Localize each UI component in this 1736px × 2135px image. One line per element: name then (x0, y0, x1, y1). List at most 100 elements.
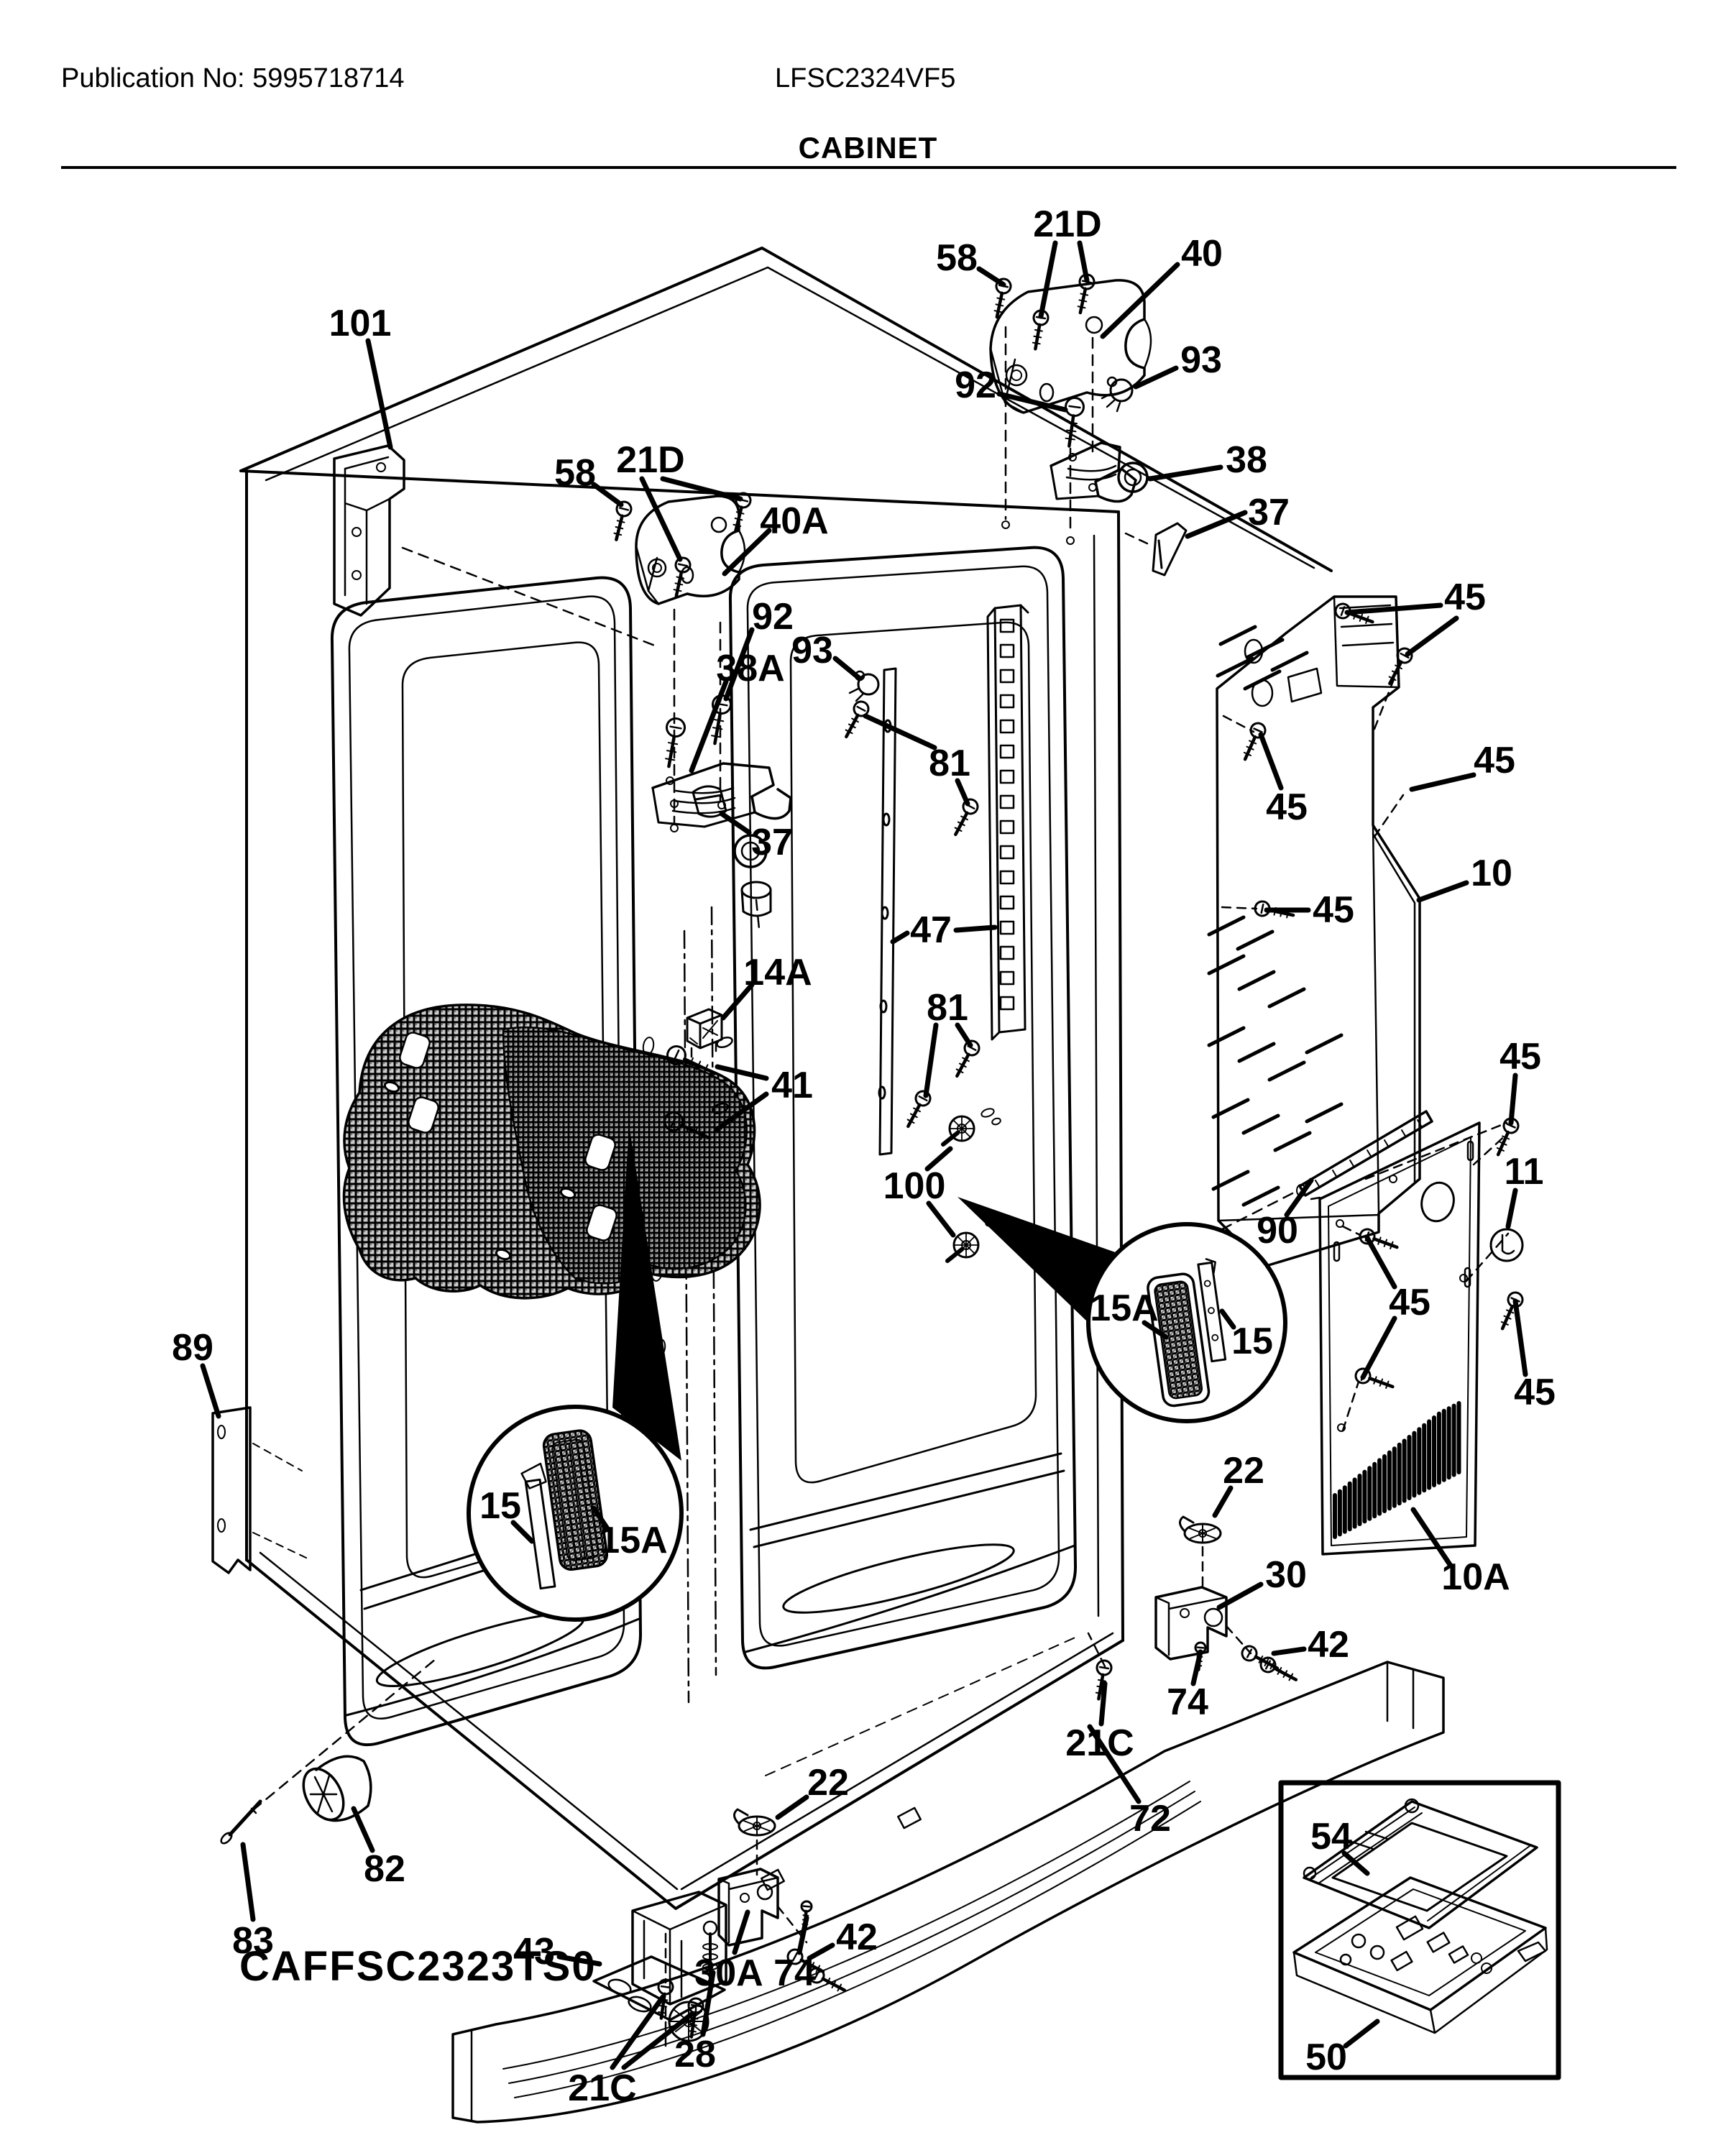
screw (955, 1039, 980, 1078)
callout-41-30: 41 (771, 1065, 813, 1106)
callout-30-40: 30 (1265, 1554, 1307, 1596)
callout-45-23: 45 (1514, 1372, 1556, 1413)
leader-line-74 (796, 1915, 809, 1955)
callout-81-26: 81 (929, 743, 970, 784)
callout-93-11: 93 (791, 630, 833, 671)
leader-line-21D (1038, 240, 1058, 319)
screw (1354, 1367, 1395, 1390)
vent-dash (1218, 625, 1257, 646)
leader-line-41 (715, 1064, 769, 1081)
page-title: CABINET (798, 131, 938, 165)
screw (808, 1967, 847, 1992)
vent-dash (1241, 1114, 1280, 1135)
screw (1496, 1117, 1520, 1157)
callout-101-0: 101 (329, 303, 392, 344)
trim-strip-37 (1152, 522, 1188, 577)
leader-line-81 (955, 1022, 973, 1048)
callout-45-15: 45 (1474, 740, 1515, 781)
rail-slot (999, 895, 1015, 910)
callout-22-45: 22 (807, 1762, 849, 1804)
diagram-code: CAFFSC2323TS0 (239, 1943, 597, 1990)
leader-line-11 (1505, 1188, 1518, 1229)
vent-dash (1207, 954, 1246, 975)
center-hinge-dashed-lines (673, 608, 761, 930)
callout-15A-37: 15A (1090, 1287, 1158, 1329)
callout-45-17: 45 (1313, 889, 1354, 931)
screw (954, 798, 979, 837)
leader-line-81 (923, 1022, 939, 1098)
leader-line-37 (1185, 510, 1248, 539)
screw (1388, 647, 1413, 686)
screw-tip-mark (1001, 520, 1010, 529)
screw (1500, 1291, 1524, 1331)
leader-line-92 (723, 627, 755, 702)
leader-line-45 (1512, 1298, 1528, 1377)
screw (1243, 722, 1267, 761)
top-hinge-38 (1050, 441, 1149, 503)
callout-83-36: 83 (232, 1920, 274, 1962)
leader-line-90 (1284, 1177, 1314, 1218)
cabinet-outline (239, 247, 1333, 1910)
callout-22-39: 22 (1223, 1450, 1264, 1492)
leader-line-22 (775, 1794, 809, 1820)
leader-line-83 (240, 1842, 256, 1922)
rail-slot (999, 769, 1015, 784)
washer-41 (716, 1036, 733, 1049)
publication-number: Publication No: 5995718714 (61, 63, 405, 93)
callout-10-18: 10 (1471, 853, 1512, 894)
callout-11-21: 11 (1505, 1151, 1544, 1193)
callout-10A-24: 10A (1441, 1556, 1510, 1598)
callout-93-4: 93 (1180, 339, 1222, 381)
rail-slot (999, 744, 1015, 759)
rail-slot (999, 794, 1015, 809)
leader-line-82 (351, 1806, 375, 1853)
callout-45-16: 45 (1266, 786, 1308, 828)
leader-line-37 (719, 811, 752, 835)
callout-58-8: 58 (554, 452, 596, 494)
screw (687, 1997, 704, 2039)
callout-81-28: 81 (927, 987, 968, 1029)
shelf-knob-100 (945, 1231, 980, 1263)
callout-100-31: 100 (883, 1165, 946, 1207)
callout-92-5: 92 (955, 364, 996, 406)
leader-line-42 (1271, 1646, 1307, 1656)
grommet-11 (1489, 1228, 1524, 1262)
vent-dash (1211, 1170, 1250, 1191)
leader-line-28 (700, 1970, 716, 2037)
rail-slot (999, 719, 1015, 734)
top-grommet-93 (1101, 376, 1134, 413)
callout-45-22: 45 (1389, 1282, 1430, 1323)
leader-line-45 (1409, 772, 1476, 792)
screw (665, 717, 686, 768)
rail-90-dashed (1221, 1189, 1321, 1231)
vent-dash (1243, 669, 1282, 691)
callout-45-14: 45 (1444, 577, 1486, 618)
detail-circle-left (467, 1405, 684, 1622)
leader-line-47 (890, 930, 910, 945)
leader-line-45 (1405, 615, 1459, 657)
callout-40A-10: 40A (760, 500, 828, 542)
callout-40-3: 40 (1181, 233, 1223, 275)
vent-dash (1207, 1026, 1246, 1047)
callout-38A-13: 38A (716, 648, 784, 689)
callout-58-1: 58 (936, 237, 978, 279)
screw (1065, 397, 1085, 448)
leader-line-45 (1364, 1235, 1397, 1290)
vent-dash (1305, 1033, 1344, 1055)
rail-slot (999, 970, 1015, 986)
leader-line-89 (200, 1363, 221, 1419)
rail-90 (1296, 1110, 1433, 1197)
rear-bracket-30A (717, 1839, 808, 1947)
leader-line-101 (365, 338, 393, 450)
leader-line-21C (1098, 1681, 1108, 1727)
callout-30A-47: 30A (694, 1952, 763, 1994)
vent-dash (1270, 651, 1309, 672)
bracket-101-dashed (401, 546, 660, 648)
leveling-foot-22-right (1179, 1515, 1222, 1544)
vent-dash (1211, 1098, 1250, 1119)
leader-line-21C (621, 2011, 694, 2070)
vent-dash (1207, 915, 1246, 937)
callout-90-20: 90 (1257, 1210, 1298, 1252)
callout-54-52: 54 (1310, 1816, 1352, 1858)
